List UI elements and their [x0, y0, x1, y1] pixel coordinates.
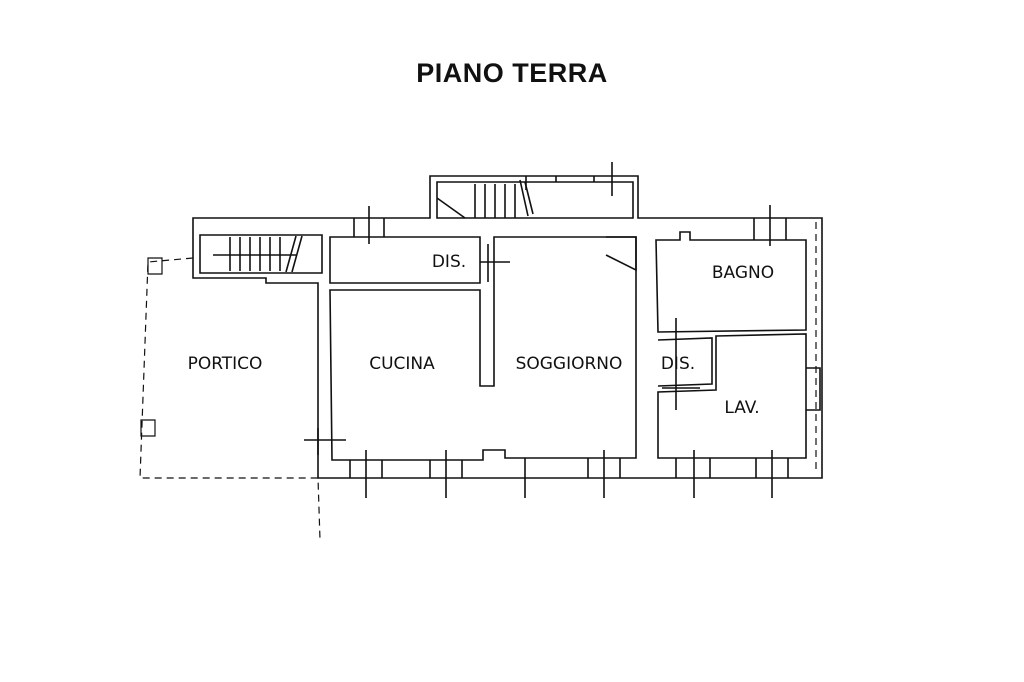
- lav-wall: [658, 334, 806, 458]
- room-bagno: BAGNO: [711, 263, 775, 283]
- left-stair-treads: [230, 237, 280, 271]
- room-portico: PORTICO: [187, 354, 263, 374]
- plan-title: PIANO TERRA: [416, 58, 608, 88]
- left-stair-diagonal: [213, 236, 302, 272]
- right-recess: [806, 368, 820, 410]
- room-dis-lower: DIS.: [660, 354, 696, 374]
- left-stair-box: [200, 235, 322, 273]
- room-soggiorno: SOGGIORNO: [515, 354, 623, 374]
- cucina-wall: [330, 237, 636, 460]
- top-window-marks: [354, 162, 786, 246]
- window-marks: [350, 450, 788, 498]
- room-lav: LAV.: [724, 398, 760, 418]
- porch-post-bottom: [141, 420, 155, 436]
- inner-wall: [330, 237, 480, 283]
- porch-outline: [140, 258, 320, 540]
- door-marks: [304, 244, 700, 455]
- porch-post-top: [148, 258, 162, 274]
- upper-stair-box: [437, 182, 633, 218]
- dis-wall: [658, 338, 712, 386]
- soggiorno-niche: [606, 237, 636, 270]
- room-dis-upper: DIS.: [431, 252, 467, 272]
- upper-stair-treads: [475, 184, 515, 218]
- room-cucina: CUCINA: [369, 354, 435, 374]
- bagno-wall: [656, 232, 806, 332]
- outer-wall: [193, 176, 822, 478]
